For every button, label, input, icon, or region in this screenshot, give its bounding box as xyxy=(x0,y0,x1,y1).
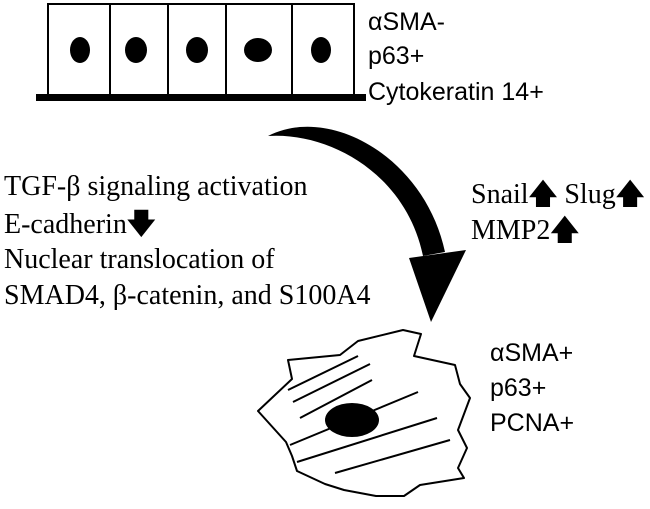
mmp2-label: MMP2 xyxy=(471,215,551,246)
ecadherin-text: E-cadherin🡇 xyxy=(4,210,156,239)
nucleus xyxy=(244,38,272,62)
nuclear-proteins-text: SMAD4, β-catenin, and S100A4 xyxy=(4,280,371,311)
nucleus xyxy=(70,37,90,63)
snail-label: Snail xyxy=(471,179,529,210)
slug-label: Slug xyxy=(564,179,616,210)
mesenchymal-cell xyxy=(257,329,471,497)
epithelial-nuclei xyxy=(70,37,331,63)
mesenchymal-nucleus xyxy=(325,403,379,437)
tgf-beta-label: TGF-β signaling activation xyxy=(4,171,308,202)
stress-fiber xyxy=(287,355,359,391)
stress-fiber xyxy=(292,363,371,403)
nucleus xyxy=(186,37,208,63)
down-arrow-icon: 🡇 xyxy=(126,207,156,240)
snail-slug-text: Snail🡅 Slug🡅 xyxy=(471,180,645,209)
stress-fiber xyxy=(296,417,438,463)
epithelial-marker-ck14: Cytokeratin 14+ xyxy=(368,78,544,106)
basement-membrane xyxy=(36,94,366,101)
nucleus xyxy=(125,37,147,63)
epithelial-marker-p63: p63+ xyxy=(368,42,425,70)
ecadherin-label: E-cadherin xyxy=(4,209,127,240)
mesenchymal-marker-p63: p63+ xyxy=(490,374,547,402)
tgf-beta-activation-text: TGF-β signaling activation xyxy=(4,173,308,201)
curved-transition-arrow-icon xyxy=(268,126,466,322)
mesenchymal-marker-pcna: PCNA+ xyxy=(490,409,575,437)
cell-outline xyxy=(257,329,471,497)
up-arrow-icon: 🡅 xyxy=(615,177,645,210)
up-arrow-icon: 🡅 xyxy=(550,213,580,246)
up-arrow-icon: 🡅 xyxy=(528,177,558,210)
epithelial-marker-asma: αSMA- xyxy=(368,8,445,36)
mesenchymal-marker-asma: αSMA+ xyxy=(490,339,574,367)
mmp2-text: MMP2🡅 xyxy=(471,216,579,245)
nucleus xyxy=(311,37,331,63)
stress-fiber xyxy=(299,379,373,419)
stress-fiber xyxy=(334,439,451,474)
nuclear-translocation-text: Nuclear translocation of xyxy=(4,244,275,275)
